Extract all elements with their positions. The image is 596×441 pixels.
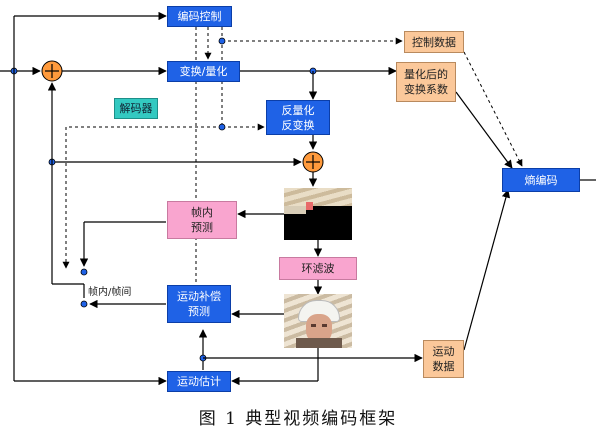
transform-quant-block: 变换/量化 — [167, 61, 240, 82]
reconstructed-frame-image — [284, 188, 352, 240]
motion-data-paths — [198, 189, 511, 370]
transform-output — [240, 66, 397, 100]
encode-control-block: 编码控制 — [167, 6, 232, 27]
figure-caption: 图 1 典型视频编码框架 — [198, 409, 398, 429]
motion-estimation-block: 运动估计 — [167, 371, 231, 392]
inverse-quant-transform-block: 反量化 反变换 — [266, 100, 330, 135]
motion-data-block: 运动 数据 — [423, 340, 464, 378]
junction-dot — [218, 123, 226, 131]
entropy-coding-block: 熵编码 — [502, 168, 580, 192]
reconstruct-path — [302, 135, 324, 187]
motion-compensation-block: 运动补偿 预测 — [167, 285, 231, 323]
input-line — [0, 11, 167, 386]
junction-dot — [218, 37, 226, 45]
reference-frame-image — [284, 294, 352, 348]
intra-prediction-block: 帧内 预测 — [167, 201, 237, 239]
loop-filter-block: 环滤波 — [279, 257, 357, 280]
decoder-label-block: 解码器 — [114, 98, 158, 119]
intra-inter-switch-label: 帧内/帧间 — [88, 287, 132, 298]
prediction-feedback — [47, 82, 302, 309]
recon-frame-paths — [231, 209, 323, 386]
coeffs-to-entropy — [455, 91, 513, 169]
subtract-node — [41, 60, 63, 82]
quantized-coeffs-block: 量化后的 变换系数 — [396, 62, 456, 102]
control-data-block: 控制数据 — [404, 31, 464, 53]
